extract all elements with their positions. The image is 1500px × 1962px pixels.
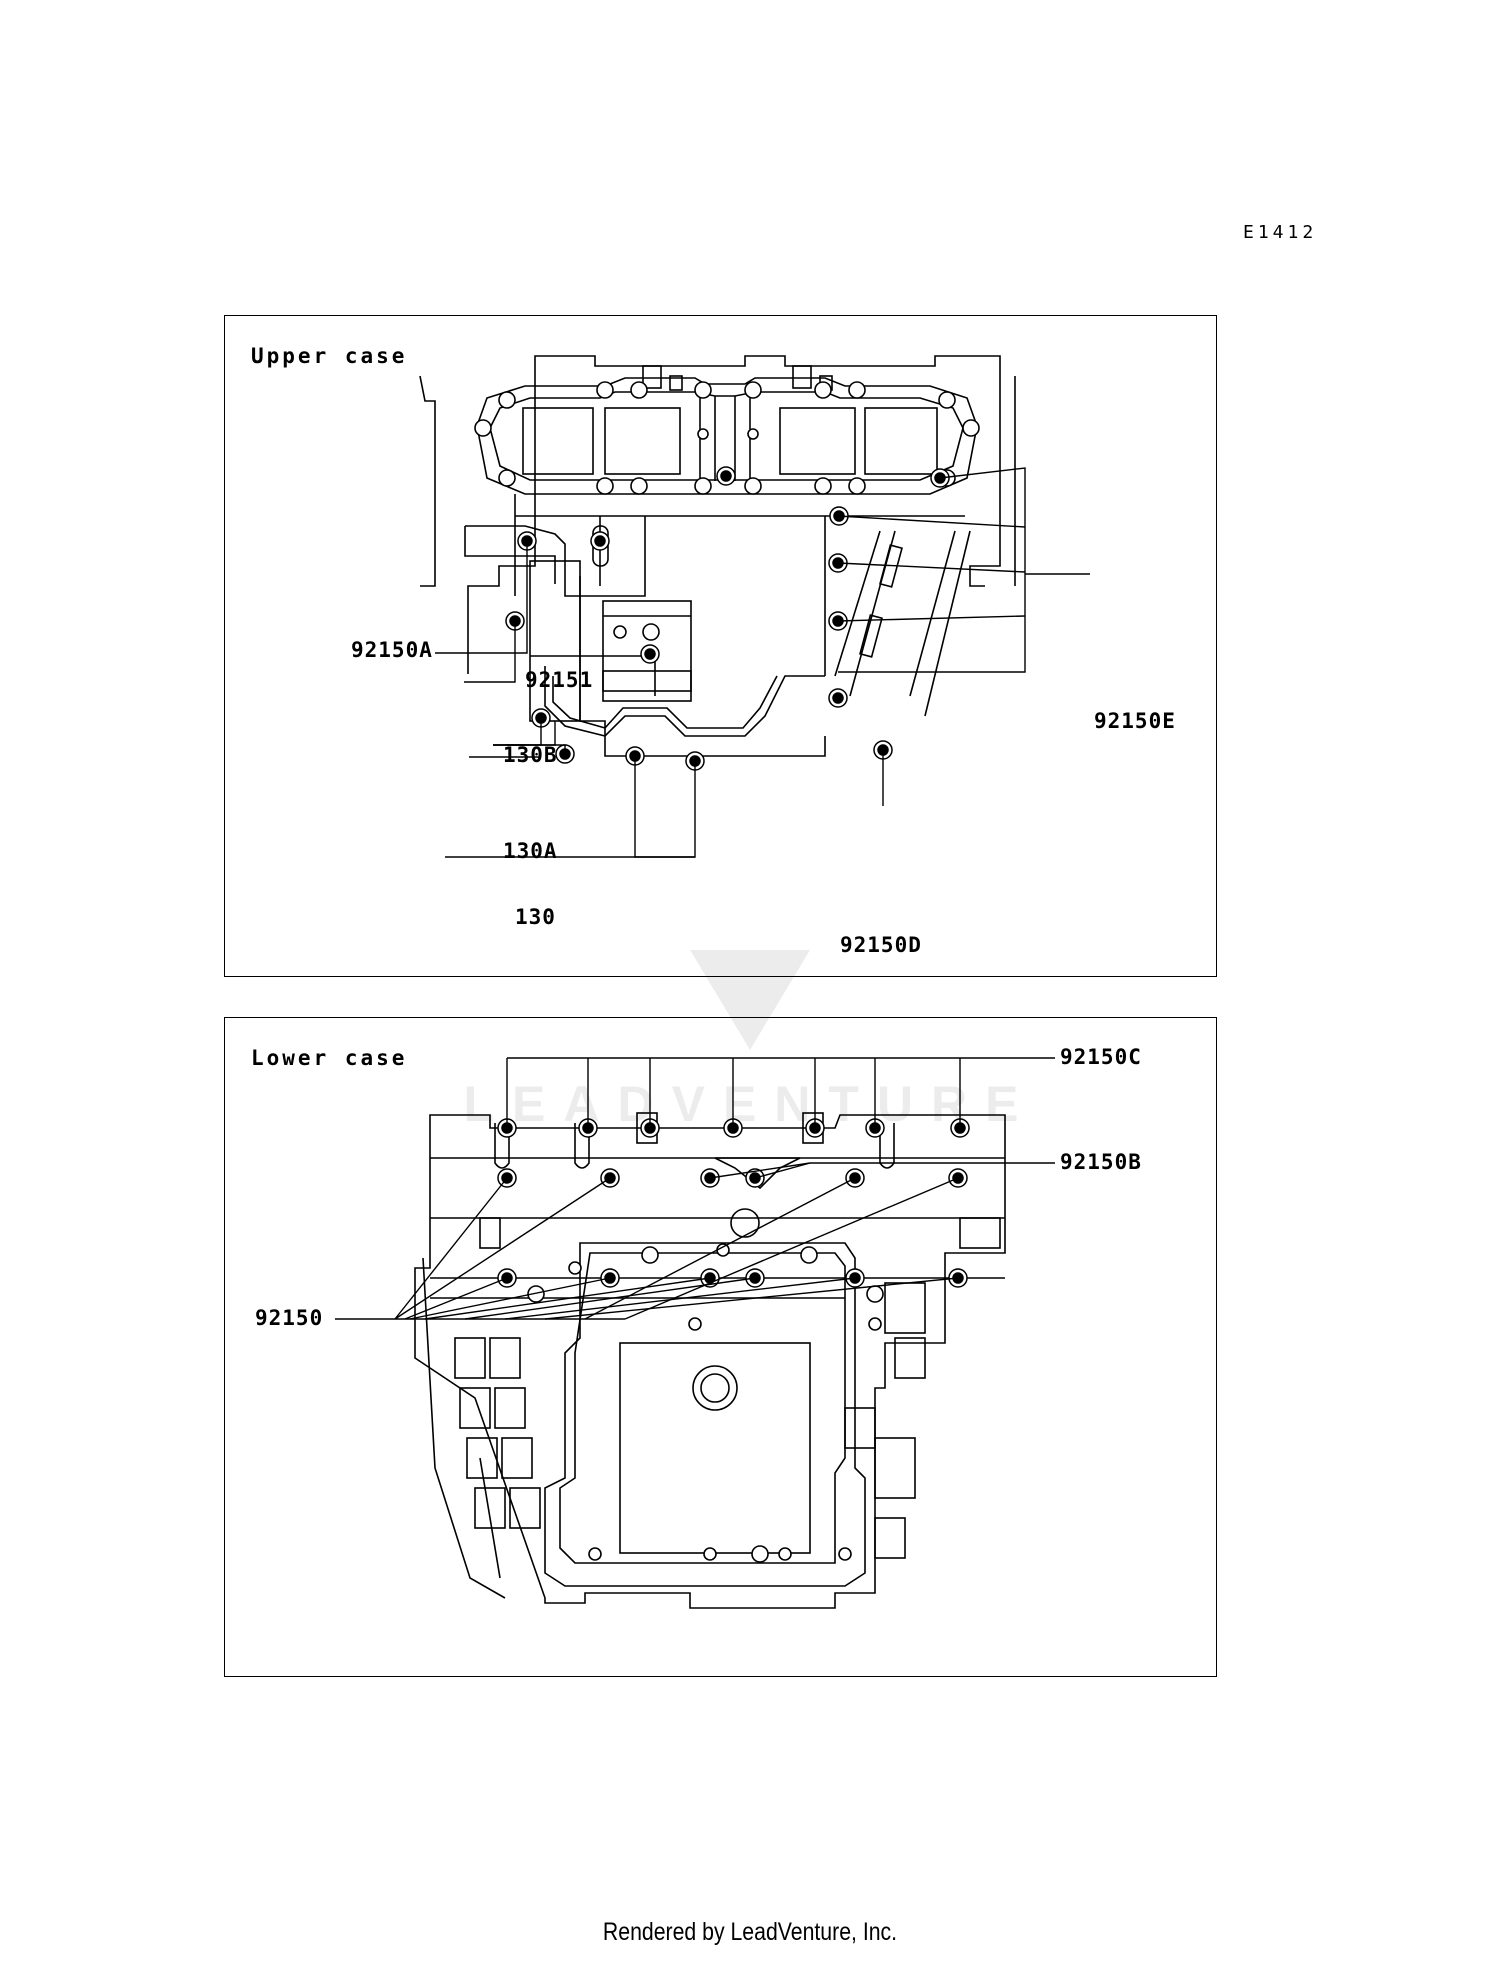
callout-130B: 130B <box>503 743 558 767</box>
callout-130: 130 <box>515 905 556 929</box>
callout-92150E: 92150E <box>1094 709 1176 733</box>
callout-130A: 130A <box>503 839 558 863</box>
lower-case-drawing <box>335 1057 1055 1609</box>
leadventure-logo-watermark <box>690 950 810 1050</box>
callout-92150B: 92150B <box>1060 1150 1142 1174</box>
footer-credit: Rendered by LeadVenture, Inc. <box>602 1918 898 1946</box>
callout-92150A: 92150A <box>351 638 433 662</box>
lower-case-panel: Lower case <box>224 1017 1217 1677</box>
callout-92150C: 92150C <box>1060 1045 1142 1069</box>
diagram-code: E1412 <box>1243 222 1318 243</box>
callout-92150: 92150 <box>255 1306 324 1330</box>
upper-case-title: Upper case <box>251 344 408 368</box>
upper-case-panel: Upper case <box>224 315 1217 977</box>
callout-92150D: 92150D <box>840 933 922 957</box>
lower-case-title: Lower case <box>251 1046 408 1070</box>
upper-case-drawing <box>419 355 1090 858</box>
callout-92151: 92151 <box>525 668 594 692</box>
